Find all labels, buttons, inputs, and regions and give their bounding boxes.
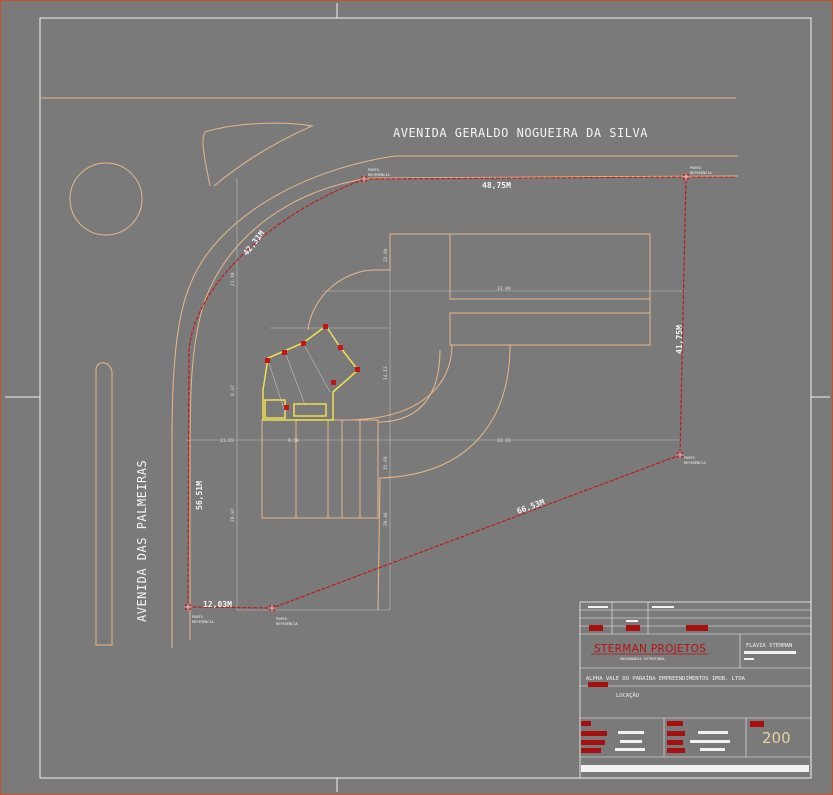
- client-name: ALPHA VALE DO PARAÍBA EMPREENDIMENTOS IM…: [586, 674, 746, 682]
- dim-label-10: 20.46: [383, 512, 389, 526]
- ref-label-4b: REFERÊNCIA: [276, 621, 298, 626]
- ref-label-1a: PONTO: [368, 168, 379, 172]
- company-subtitle: ENGENHARIA ESTRUTURAL: [620, 657, 665, 661]
- construction-lines: [186, 178, 686, 611]
- measure-right-edge: 41,75M: [675, 325, 684, 354]
- main-building: [262, 324, 360, 421]
- measure-bottom-short: 12,03M: [203, 600, 232, 609]
- drawing-title: LOCAÇÃO: [616, 692, 639, 699]
- ref-label-1b: REFERÊNCIA: [368, 172, 390, 177]
- dim-label-9: 28.97: [230, 508, 236, 522]
- dim-label-5: 15.68: [383, 456, 389, 470]
- building-lines: [267, 325, 341, 413]
- dim-label-3: 14.13: [383, 366, 389, 380]
- ref-label-5a: PONTO: [192, 615, 203, 619]
- sheet-number: 200: [762, 729, 791, 747]
- building-columns: [265, 324, 360, 410]
- dim-label-8: 33.33: [497, 438, 511, 444]
- dim-label-11: 21.18: [230, 272, 236, 286]
- ref-label-2a: PONTO: [690, 166, 701, 170]
- ref-label-2b: REFERÊNCIA: [690, 170, 712, 175]
- dim-label-1: 22.94: [383, 248, 389, 262]
- street-name-top: AVENIDA GERALDO NOGUEIRA DA SILVA: [393, 126, 648, 140]
- measure-left-edge: 56,51M: [195, 481, 204, 510]
- street-name-left: AVENIDA DAS PALMEIRAS: [135, 460, 149, 622]
- dim-label-4: 8.37: [230, 385, 236, 396]
- measure-top-edge: 48,75M: [482, 181, 511, 190]
- street-outlines: [40, 97, 739, 648]
- measure-bottom-diagonal: 66,53M: [516, 497, 546, 515]
- title-block: [579, 601, 812, 779]
- dim-label-2: 33.09: [497, 286, 511, 292]
- ref-label-3a: PONTO: [684, 456, 695, 460]
- reference-point-crosses: [184, 173, 690, 612]
- property-boundary: [187, 176, 736, 609]
- dim-label-7: 9.50: [288, 438, 299, 444]
- ref-label-3b: REFERÊNCIA: [684, 460, 706, 465]
- measure-diagonal-nw: 42,31M: [241, 229, 266, 257]
- ref-label-4a: PONTO: [276, 617, 287, 621]
- inner-sheet-border: [39, 17, 812, 779]
- company-name: STERMAN PROJETOS: [594, 643, 706, 655]
- engineer-name: FLÁVIA STERMAN: [746, 642, 792, 649]
- center-ticks: [5, 3, 830, 792]
- ref-label-5b: REFERÊNCIA: [192, 619, 214, 624]
- dim-label-6: 11.65: [220, 438, 234, 444]
- building-outlines: [261, 233, 651, 611]
